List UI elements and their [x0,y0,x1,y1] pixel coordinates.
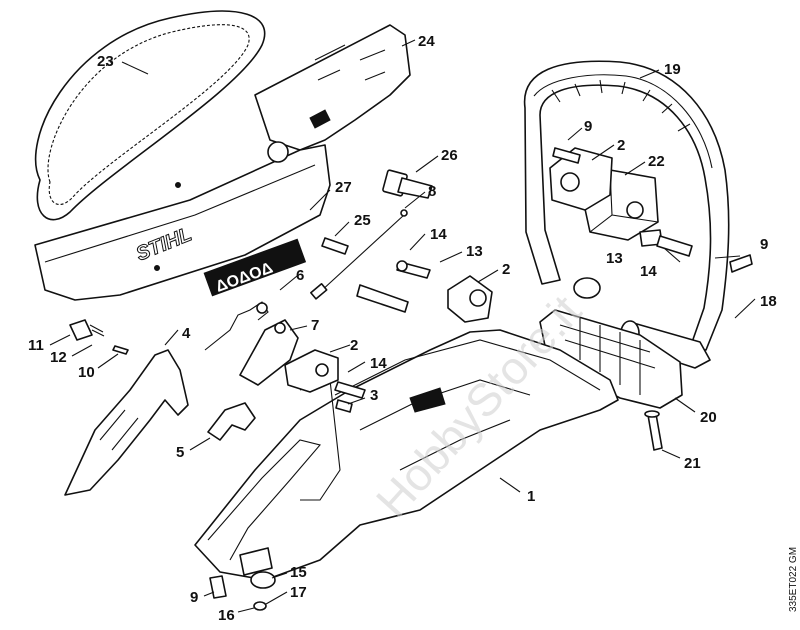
callout-13-mid: 13 [466,243,483,260]
screw-cluster-mid [396,260,431,279]
callout-16: 16 [218,607,235,624]
screw-21 [644,410,663,451]
callout-9-right: 9 [760,236,768,253]
callout-25: 25 [354,212,371,229]
callout-27: 27 [335,179,352,196]
callout-26: 26 [441,147,458,164]
callout-labels: 23 24 19 9 2 22 26 27 8 25 14 13 2 13 14… [28,33,777,624]
callout-21: 21 [684,455,701,472]
callout-2-mid: 2 [502,261,510,278]
small-hardware-left [69,319,129,355]
callout-14-lower: 14 [370,355,387,372]
callout-2-lower: 2 [350,337,358,354]
callout-7: 7 [311,317,319,334]
sprocket-cover: STIHL ΔOΔOΔ [34,141,331,301]
callout-12: 12 [50,349,67,366]
drive-belt [35,10,266,221]
callout-1: 1 [527,488,535,505]
callout-14-top: 14 [430,226,447,243]
drawing-code: 335ET022 GM [788,547,799,612]
callout-10: 10 [78,364,95,381]
callout-8: 8 [428,183,436,200]
trigger-bracket [284,349,366,413]
callout-2-upper: 2 [617,137,625,154]
callout-22: 22 [648,153,665,170]
bottom-hardware [209,571,276,611]
callout-15: 15 [290,564,307,581]
warning-symbol-panel [203,238,307,297]
callout-18: 18 [760,293,777,310]
leader-lines [49,39,756,613]
callout-23: 23 [97,53,114,70]
callout-4: 4 [182,325,191,342]
belt-guard [254,24,411,151]
trigger-lockout [64,349,189,496]
callout-17: 17 [290,584,307,601]
callout-9-upper: 9 [584,118,592,135]
callout-14-right: 14 [640,263,657,280]
callout-9-bottom: 9 [190,589,198,606]
av-element-middle [356,275,493,323]
hex-bolt-26 [382,169,433,199]
torsion-spring [204,301,269,351]
throttle-trigger [239,319,299,386]
screw-25 [321,237,349,255]
callout-24: 24 [418,33,435,50]
callout-13-right: 13 [606,250,623,267]
shroud-cap [207,402,256,441]
callout-11: 11 [28,337,44,354]
callout-6: 6 [296,267,304,284]
callout-3: 3 [370,387,378,404]
front-handle-bar [523,60,730,351]
control-rod [310,209,408,300]
av-element-upper [549,147,613,211]
right-bracket [552,147,753,273]
callout-20: 20 [700,409,717,426]
callout-5: 5 [176,444,184,461]
callout-19: 19 [664,61,681,78]
